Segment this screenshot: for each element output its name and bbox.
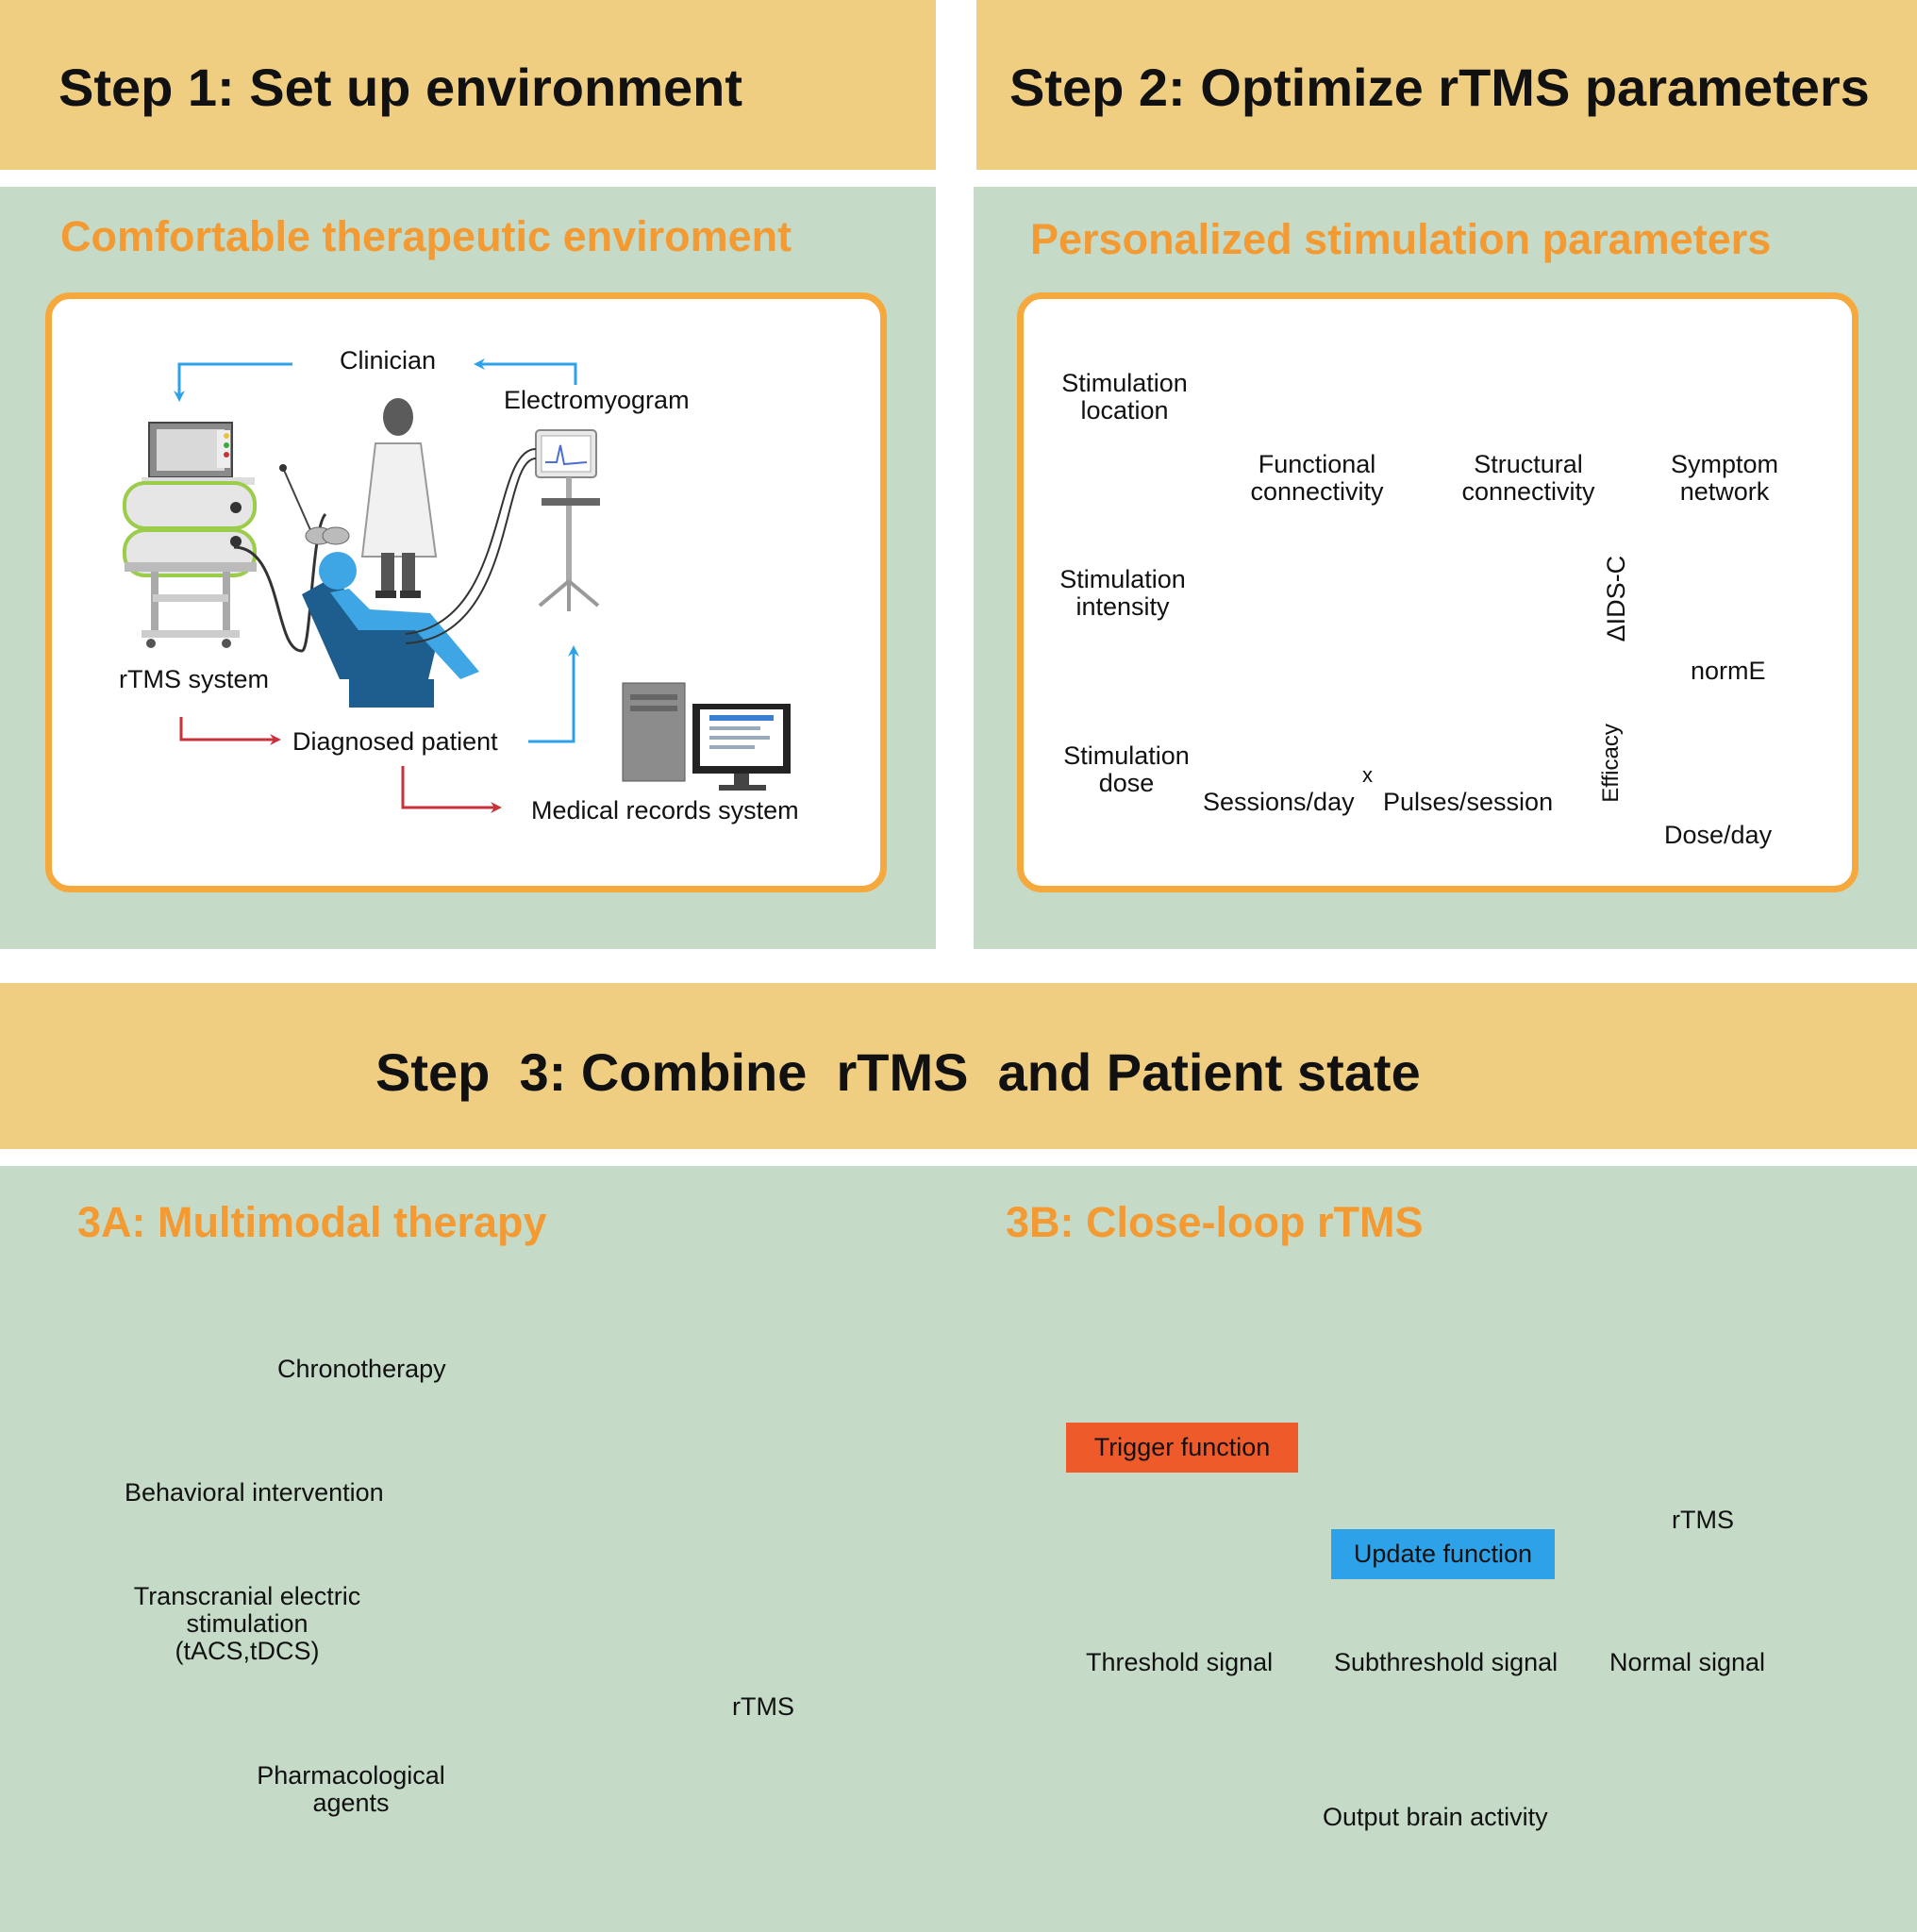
update-function-box: Update function (1331, 1529, 1555, 1579)
trigger-function-box: Trigger function (1066, 1423, 1298, 1473)
step3-panel (0, 1166, 1917, 1932)
tes-label: Transcranial electric stimulation (tACS,… (133, 1582, 361, 1666)
functional-connectivity-label: Functional connectivity (1250, 450, 1384, 507)
electromyogram-device (405, 429, 600, 644)
patient-to-records-arrow (401, 766, 502, 813)
rtms-system-label: rTMS system (119, 665, 269, 693)
scatter-ylabel: ΔIDS-C (1602, 555, 1631, 642)
step3-title: Step 3: Combine rTMS and Patient state (375, 1042, 1421, 1102)
step1-title: Step 1: Set up environment (58, 58, 742, 117)
patient-chair (302, 552, 479, 708)
clinician-figure (360, 398, 438, 598)
step1-banner (0, 0, 936, 170)
rtms-3a-label: rTMS (732, 1692, 794, 1721)
diagnosed-patient-label: Diagnosed patient (292, 727, 498, 756)
step2-card (1017, 292, 1859, 892)
normal-signal-label: Normal signal (1609, 1648, 1766, 1676)
rtms-machine (123, 422, 350, 653)
scatter-xlabel: normE (1691, 657, 1766, 685)
dose-day-xlabel: Dose/day (1664, 821, 1773, 849)
efficacy-ylabel: Efficacy (1597, 724, 1624, 803)
stim-dose-label: Stimulation dose (1063, 741, 1190, 798)
clinician-arrow-left (174, 362, 292, 402)
step1-card (45, 292, 887, 892)
electromyogram-label: Electromyogram (504, 386, 690, 414)
pharma-label: Pharmacological agents (257, 1761, 445, 1818)
step2-banner (976, 0, 1917, 170)
output-brain-activity-label: Output brain activity (1323, 1803, 1548, 1831)
step3-banner (0, 983, 1917, 1149)
stim-intensity-label: Stimulation intensity (1059, 565, 1186, 622)
patient-to-emg-arrow (528, 645, 579, 743)
subthreshold-signal-label: Subthreshold signal (1334, 1648, 1559, 1676)
behavioral-label: Behavioral intervention (125, 1478, 384, 1507)
clinician-arrow-right (474, 358, 577, 385)
threshold-signal-label: Threshold signal (1086, 1648, 1274, 1676)
structural-connectivity-label: Structural connectivity (1461, 450, 1595, 507)
rtms-3b-label: rTMS (1672, 1506, 1734, 1534)
medical-records-computer (622, 682, 791, 791)
step2-title: Step 2: Optimize rTMS parameters (1009, 58, 1870, 117)
step3a-subtitle: 3A: Multimodal therapy (77, 1198, 547, 1246)
step3b-subtitle: 3B: Close-loop rTMS (1006, 1198, 1424, 1246)
symptom-network-label: Symptom network (1670, 450, 1779, 507)
chronotherapy-label: Chronotherapy (277, 1355, 446, 1383)
pulses-label: Pulses/session (1383, 788, 1554, 816)
medical-records-label: Medical records system (531, 796, 799, 824)
times-label: x (1362, 763, 1373, 787)
clinician-label: Clinician (340, 346, 437, 375)
step1-subtitle: Comfortable therapeutic enviroment (60, 212, 792, 260)
sessions-label: Sessions/day (1203, 788, 1355, 816)
stim-location-label: Stimulation location (1061, 369, 1188, 425)
step2-subtitle: Personalized stimulation parameters (1030, 215, 1772, 263)
rtms-to-patient-arrow (179, 717, 281, 745)
